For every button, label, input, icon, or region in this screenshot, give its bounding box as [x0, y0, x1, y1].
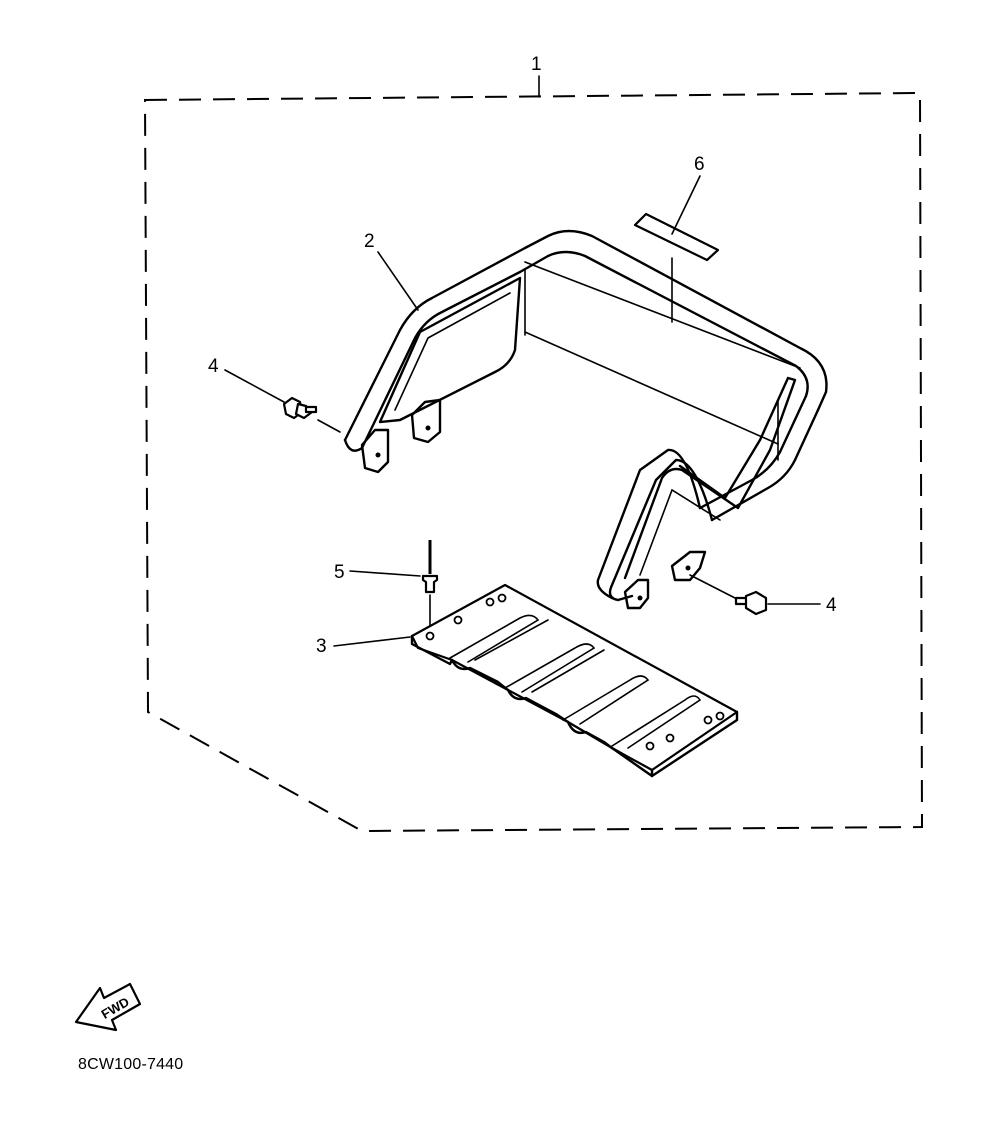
- rack-frame: [343, 229, 828, 610]
- bolt-left-axis: [317, 419, 341, 433]
- leader-line-2: [377, 251, 419, 311]
- floor-plate: [410, 583, 739, 778]
- callout-4-right: 4: [826, 595, 837, 616]
- fwd-arrow-icon: FWD: [74, 982, 142, 1032]
- flange-bolt-left: [282, 396, 318, 420]
- leader-line-5: [349, 570, 421, 577]
- callout-4-left: 4: [208, 356, 219, 377]
- flange-bolt-right: [734, 590, 768, 616]
- decal-label: [633, 212, 720, 262]
- leader-line-4-left: [224, 369, 285, 403]
- part-code: 8CW100-7440: [78, 1056, 184, 1073]
- callout-1: 1: [531, 54, 542, 75]
- callout-3: 3: [316, 636, 327, 657]
- kit-boundary: [143, 91, 924, 833]
- rivet: [421, 540, 439, 594]
- callout-5: 5: [334, 562, 345, 583]
- bolt-right-axis: [689, 574, 736, 599]
- callout-2: 2: [364, 231, 375, 252]
- callout-6: 6: [694, 154, 705, 175]
- leader-line-3: [333, 636, 411, 647]
- leader-line-6: [671, 175, 701, 235]
